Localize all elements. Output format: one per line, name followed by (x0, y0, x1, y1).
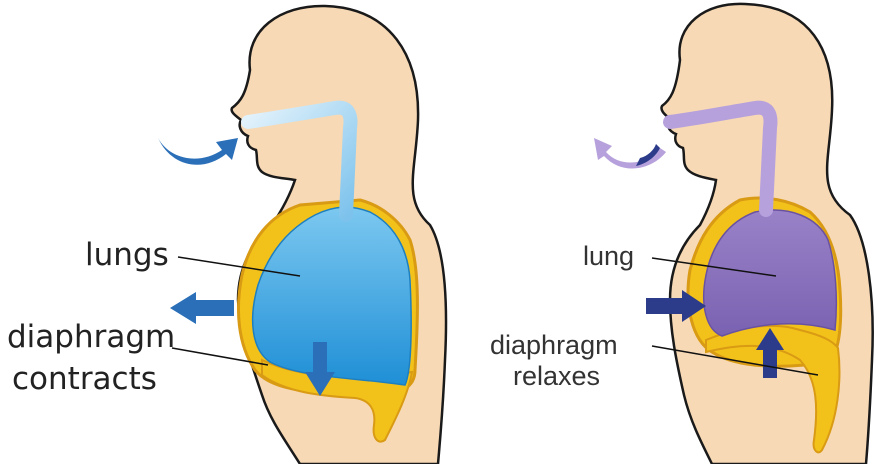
chest-expand-arrow (170, 292, 234, 324)
exhale-figure (594, 4, 873, 464)
label-lungs: lungs (85, 240, 169, 271)
label-contracts: contracts (12, 364, 157, 395)
label-diaphragm-left: diaphragm (7, 322, 175, 353)
label-diaphragm-right: diaphragm (490, 332, 618, 359)
label-lung: lung (583, 243, 634, 270)
inhale-air-arrow (158, 138, 238, 165)
inhale-figure (158, 6, 446, 464)
label-relaxes: relaxes (513, 363, 600, 390)
